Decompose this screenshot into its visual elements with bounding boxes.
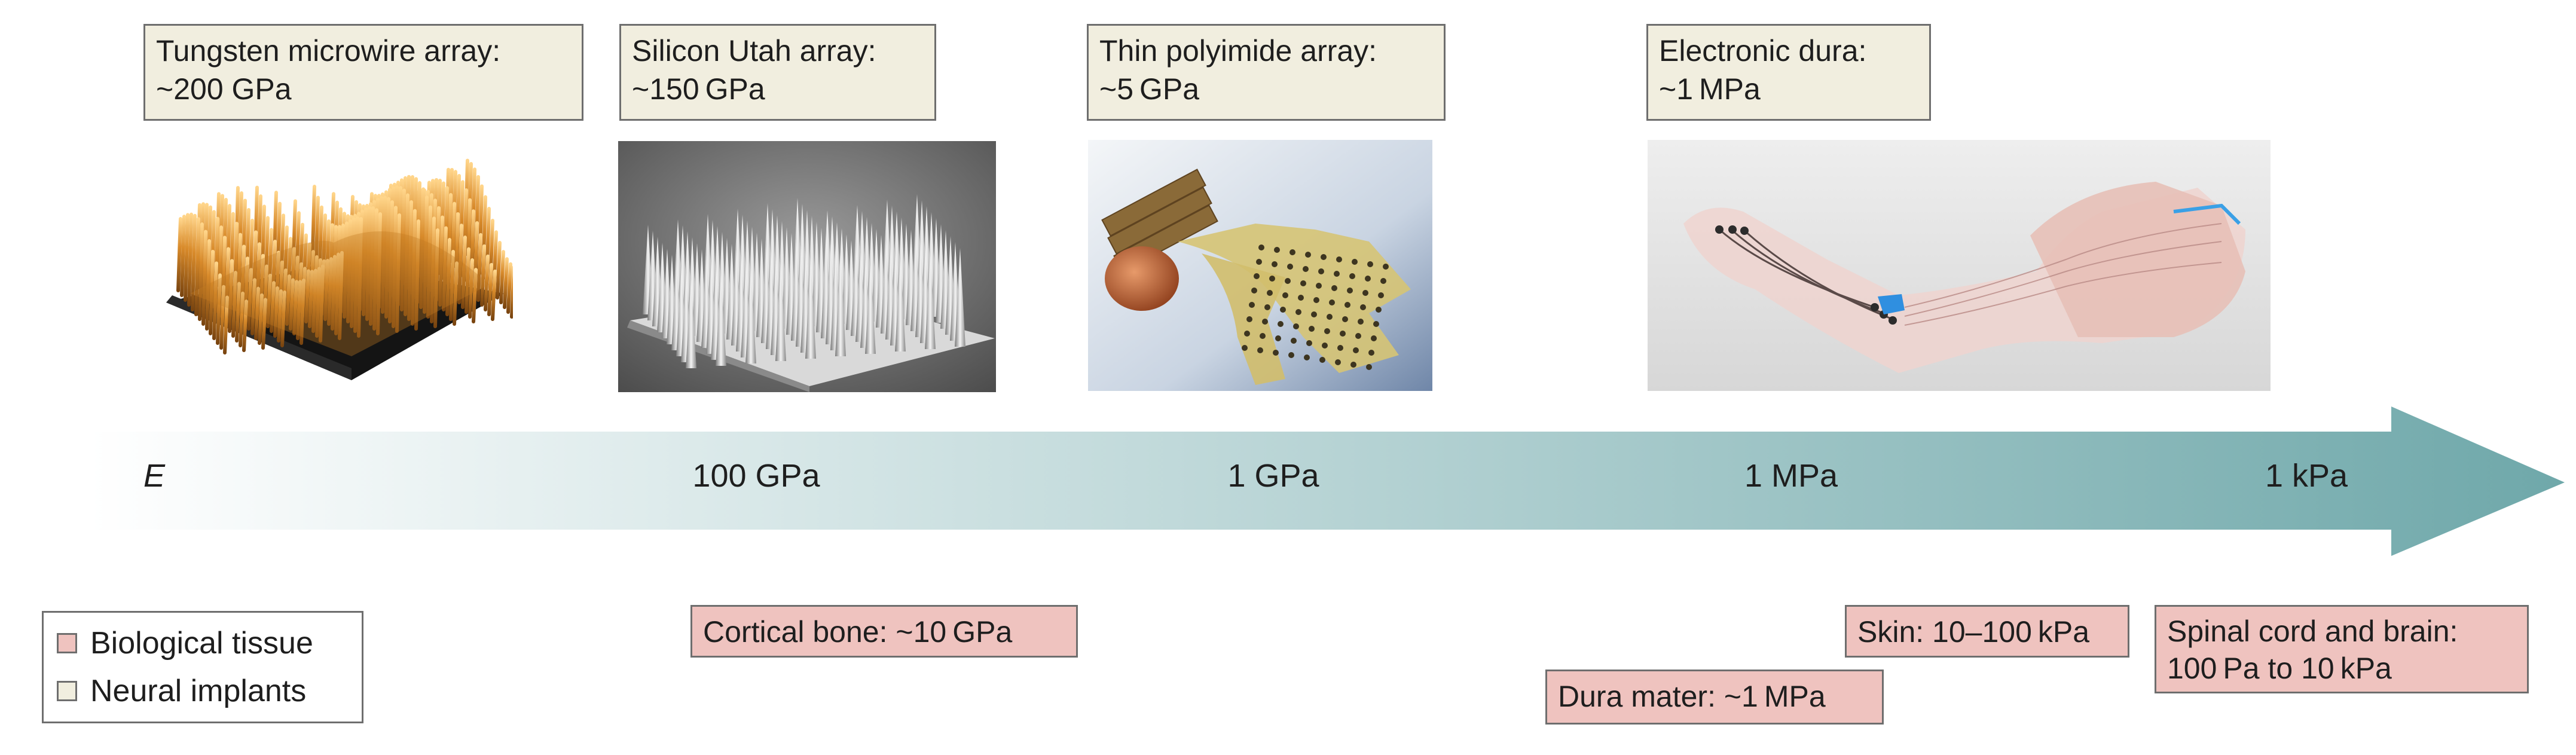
implant-modulus: ~5 GPa (1099, 72, 1200, 106)
legend-swatch-implant (57, 681, 77, 701)
implant-name: Electronic dura: (1659, 34, 1867, 68)
axis-tick-100gpa: 100 GPa (692, 458, 820, 494)
axis-symbol-e: E (143, 458, 166, 494)
implant-label-edura: Electronic dura: ~1 MPa (1646, 24, 1931, 121)
polyimide-array-image (1088, 140, 1432, 391)
axis-tick-1kpa: 1 kPa (2265, 458, 2348, 494)
axis-tick-1gpa: 1 GPa (1227, 458, 1319, 494)
tungsten-array-image (166, 158, 513, 380)
implant-label-tungsten: Tungsten microwire array: ~200 GPa (143, 24, 583, 121)
implant-name: Tungsten microwire array: (156, 34, 501, 68)
tissue-label-text: Dura mater: ~1 MPa (1558, 680, 1826, 713)
tissue-label-text: Skin: 10–100 kPa (1857, 615, 2090, 649)
implant-label-utah: Silicon Utah array: ~150 GPa (619, 24, 936, 121)
legend-label-implant: Neural implants (90, 674, 307, 708)
legend-item-implant: Neural implants (57, 670, 306, 712)
legend-label-tissue: Biological tissue (90, 626, 313, 661)
tissue-label-spinal-cord-brain: Spinal cord and brain: 100 Pa to 10 kPa (2155, 605, 2529, 693)
tissue-label-skin: Skin: 10–100 kPa (1845, 605, 2129, 658)
tissue-label-dura-mater: Dura mater: ~1 MPa (1545, 670, 1884, 725)
tissue-label-cortical-bone: Cortical bone: ~10 GPa (690, 605, 1078, 658)
implant-name: Silicon Utah array: (632, 34, 876, 68)
implant-name: Thin polyimide array: (1099, 34, 1377, 68)
implant-modulus: ~1 MPa (1659, 72, 1761, 106)
legend: Biological tissue Neural implants (42, 611, 363, 723)
legend-item-tissue: Biological tissue (57, 622, 313, 664)
implant-modulus: ~200 GPa (156, 72, 292, 106)
legend-swatch-tissue (57, 633, 77, 653)
tissue-label-text-line2: 100 Pa to 10 kPa (2167, 652, 2392, 685)
electronic-dura-image (1648, 140, 2271, 391)
implant-label-polyimide: Thin polyimide array: ~5 GPa (1087, 24, 1446, 121)
tissue-label-text: Cortical bone: ~10 GPa (703, 615, 1013, 649)
axis-tick-1mpa: 1 MPa (1744, 458, 1838, 494)
tissue-label-text-line1: Spinal cord and brain: (2167, 615, 2458, 648)
utah-array-image (618, 141, 996, 392)
implant-modulus: ~150 GPa (632, 72, 765, 106)
